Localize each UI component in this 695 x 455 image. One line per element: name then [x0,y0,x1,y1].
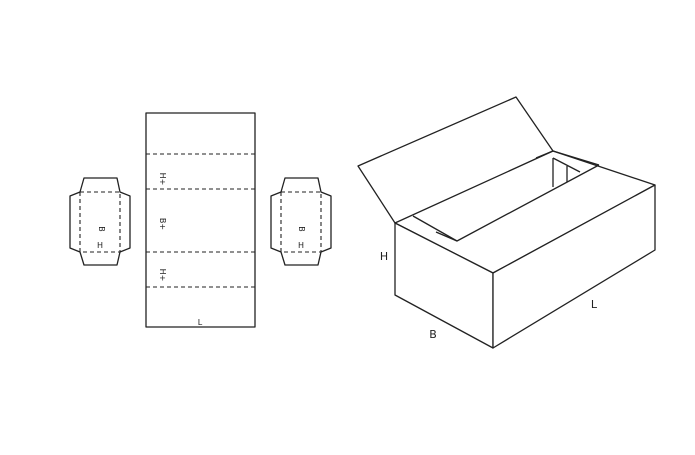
center-label-h-plus-top: H+ [158,173,167,186]
right-flap-label-b: B [297,226,306,232]
left-flap-outline [69,177,131,266]
box-inner-flap-edge [435,164,600,242]
right-flap-label-h: H [298,241,304,250]
left-flap-fold-lines [79,191,121,253]
box-inner-edge-1 [412,215,458,242]
left-flap-label-b: B [97,226,106,232]
box-side-face [492,184,656,349]
right-flap-outline [270,177,332,266]
center-panel-outline [145,112,256,328]
right-end-flap: B H [270,177,332,266]
box-3d-illustration: H B L [357,96,656,349]
center-label-l: L [198,318,203,327]
right-flap-fold-lines [280,191,322,253]
center-label-b-plus: B+ [158,218,167,230]
left-end-flap: B H [69,177,131,266]
center-label-h-plus-bottom: H+ [158,269,167,282]
box-label-b: B [429,328,437,341]
box-label-h: H [380,250,388,263]
center-blank-panel: H+ B+ H+ L [145,112,256,328]
box-inner-rim [552,157,581,173]
box-label-l: L [591,298,598,311]
left-flap-label-h: H [97,241,103,250]
box-inner-back-edge [535,150,600,166]
